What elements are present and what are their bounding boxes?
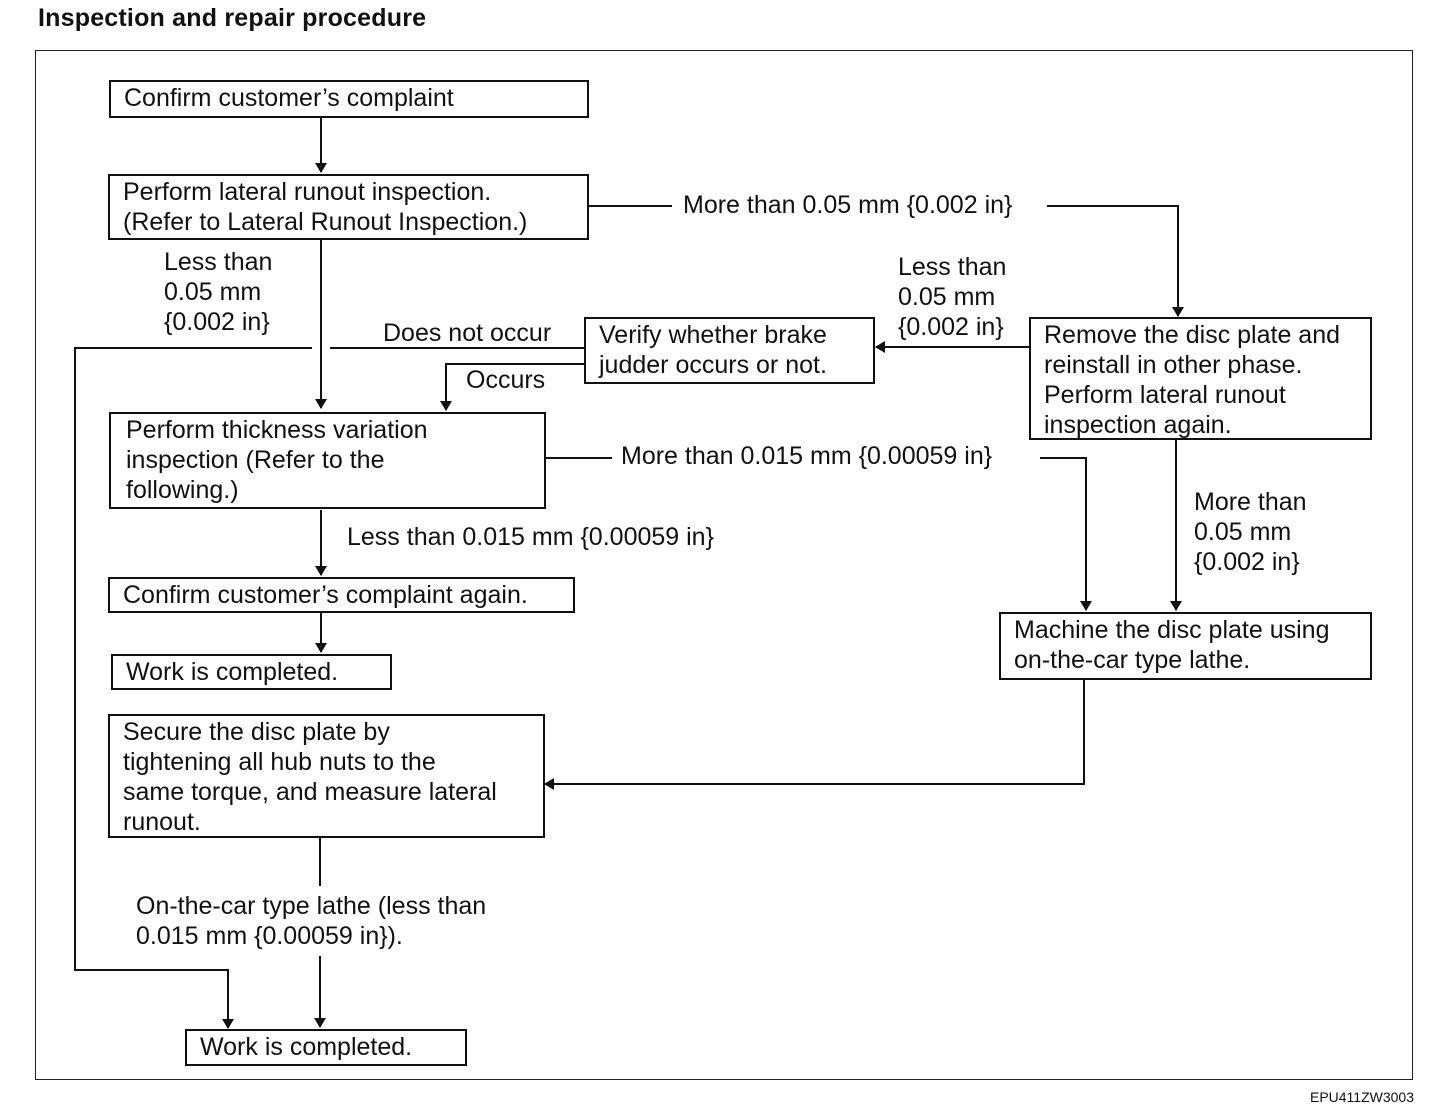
label-thickness-less: Less than 0.015 mm {0.00059 in} — [347, 523, 714, 551]
label-lathe-result: On-the-car type lathe (less than 0.015 m… — [134, 891, 489, 951]
step-work-completed-1: Work is completed. — [111, 654, 392, 690]
figure-code: EPU411ZW3003 — [1309, 1089, 1414, 1105]
label-runout-more: More than 0.05 mm {0.002 in} — [680, 190, 1016, 220]
label-runout-less-left: Less than 0.05 mm {0.002 in} — [164, 248, 273, 336]
label-thickness-more: More than 0.015 mm {0.00059 in} — [618, 441, 996, 471]
step-confirm-complaint: Confirm customer’s complaint — [109, 80, 589, 118]
arrow-machine-to-secure — [544, 680, 1085, 790]
line-runout-more — [588, 205, 1178, 316]
label-occurs: Occurs — [466, 366, 546, 394]
line-does-not-occur — [74, 347, 584, 1028]
step-machine-disc: Machine the disc plate using on-the-car … — [999, 612, 1372, 680]
diagram-frame — [35, 50, 1413, 1080]
arrow-occurs — [440, 363, 584, 411]
label-runout-less-right: Less than 0.05 mm {0.002 in} — [898, 253, 1007, 341]
step-lateral-runout: Perform lateral runout inspection. (Refe… — [108, 174, 589, 240]
step-thickness-variation: Perform thickness variation inspection (… — [109, 412, 546, 509]
step-work-completed-2: Work is completed. — [185, 1029, 467, 1066]
page-title: Inspection and repair procedure — [38, 4, 427, 32]
step-verify-judder: Verify whether brake judder occurs or no… — [584, 317, 875, 384]
step-remove-disc: Remove the disc plate and reinstall in o… — [1029, 317, 1372, 440]
step-confirm-again: Confirm customer’s complaint again. — [108, 577, 575, 613]
line-thickness-more — [545, 457, 1086, 610]
label-runout-again-more: More than 0.05 mm {0.002 in} — [1194, 488, 1307, 576]
step-secure-disc: Secure the disc plate by tightening all … — [108, 714, 545, 838]
label-does-not-occur: Does not occur — [383, 319, 552, 347]
